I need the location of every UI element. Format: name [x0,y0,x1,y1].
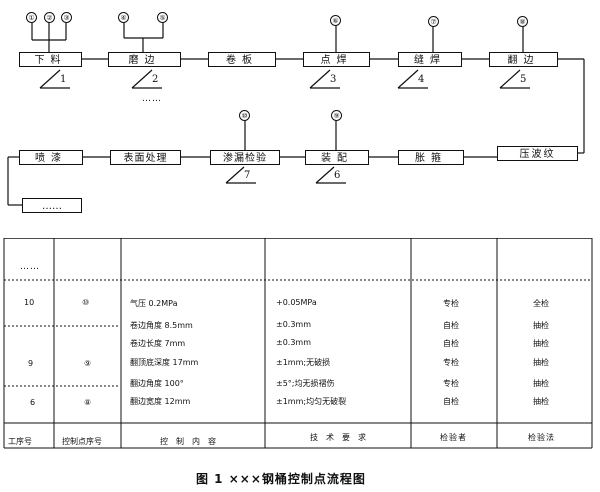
process-box-surface-treatment: 表面处理 [110,150,181,165]
flow-ellipsis: …… [142,94,162,104]
inspection-method: 全检 [533,299,549,308]
tech-requirement: +0.05MPa [276,298,317,307]
process-box-blanking: 下料 [19,52,82,67]
control-content: 翻边宽度 12mm [130,397,191,406]
inspector: 自检 [443,321,459,330]
flow-diagram-lines [7,22,585,206]
inspection-method: 抽检 [533,379,549,388]
step-number-7: 7 [244,170,251,181]
tech-requirement: ±0.3mm [276,320,312,329]
step-number-5: 5 [520,74,527,85]
step-number-2: 2 [152,74,159,85]
inspector: 专检 [443,299,459,308]
control-point-number: ⑧ [84,398,92,407]
table-ellipsis: …… [20,262,40,272]
figure-caption: 图 1 ×××钢桶控制点流程图 [196,472,366,486]
process-box-corrugating: 压波纹 [497,146,578,161]
process-box-continuation: …… [22,198,82,213]
process-box-leak-test: 渗漏检验 [210,150,280,165]
process-box-assembly: 装配 [305,150,369,165]
control-content: 气压 0.2MPa [130,299,178,308]
control-point-10: ⑩ [239,110,250,121]
control-table-grid [3,238,593,449]
control-point-3: ③ [61,12,72,23]
inspection-method: 抽检 [533,339,549,348]
process-box-flanging: 翻边 [489,52,558,67]
tech-requirement: ±5°;均无损褶伤 [276,379,335,388]
header-proc-number: 工序号 [8,437,32,446]
proc-number: 10 [24,298,35,307]
process-box-spray-painting: 喷漆 [19,150,83,165]
tech-requirement: ±1mm;均匀无破裂 [276,397,347,406]
step-number-1: 1 [60,74,67,85]
control-point-number: ⑩ [82,298,90,307]
process-box-expanding-hoop: 胀箍 [398,150,464,165]
inspector: 自检 [443,397,459,406]
inspector: 自检 [443,339,459,348]
header-inspector: 检验者 [440,433,467,442]
control-content: 翻边角度 100° [130,379,184,388]
control-point-7: ⑦ [428,16,439,27]
inspector: 专检 [443,379,459,388]
header-tech-requirement: 技术要求 [310,433,374,442]
control-point-6: ⑥ [330,15,341,26]
control-point-number: ⑨ [84,359,92,368]
process-box-grinding: 磨边 [108,52,181,67]
step-number-4: 4 [418,74,425,85]
control-point-5: ⑤ [157,12,168,23]
control-point-9: ⑨ [331,110,342,121]
tech-requirement: ±1mm;无破损 [276,358,331,367]
process-box-seam-welding: 缝焊 [398,52,462,67]
tech-requirement: ±0.3mm [276,338,312,347]
inspection-method: 抽检 [533,397,549,406]
process-box-spot-welding: 点焊 [303,52,370,67]
inspection-method: 抽检 [533,321,549,330]
control-content: 卷边长度 7mm [130,339,186,348]
inspection-method: 抽检 [533,358,549,367]
step-number-3: 3 [330,74,337,85]
header-control-content: 控制内容 [160,437,224,446]
proc-number: 6 [30,398,36,407]
header-inspection-method: 检验法 [528,433,555,442]
control-content: 卷边角度 8.5mm [130,321,193,330]
control-content: 翻顶底深度 17mm [130,358,199,367]
proc-number: 9 [28,359,34,368]
header-control-point: 控制点序号 [62,437,102,446]
control-point-4: ④ [118,12,129,23]
control-point-2: ② [44,12,55,23]
control-point-8: ⑧ [517,16,528,27]
inspector: 专检 [443,358,459,367]
control-point-1: ① [26,12,37,23]
process-box-rolling: 卷板 [208,52,276,67]
step-number-6: 6 [334,170,341,181]
